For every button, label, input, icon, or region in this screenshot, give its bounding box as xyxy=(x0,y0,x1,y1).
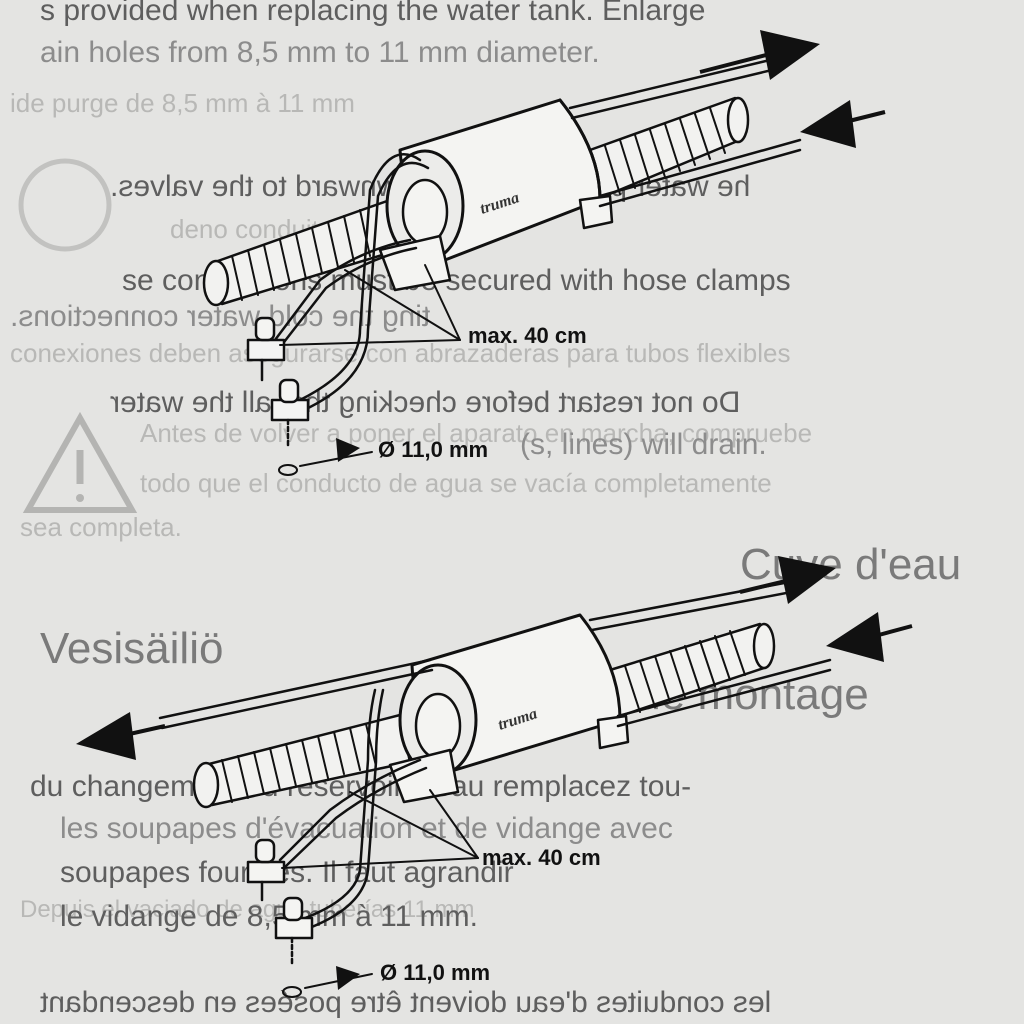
bg-text-line-5b: conexiones deben asegurarse con abrazade… xyxy=(10,338,791,368)
bg-text-line-7: (s, lines) will drain. xyxy=(520,428,767,461)
bg-heading-fi: Vesisäiliö xyxy=(40,624,224,673)
bg-text-line-1: s provided when replacing the water tank… xyxy=(40,0,706,27)
drain-valve-1a xyxy=(246,316,286,382)
drain-valve-1b xyxy=(270,378,310,450)
bg-para-fr-2: les soupapes d'évacuation et de vidange … xyxy=(60,812,673,845)
diameter-leader-1 xyxy=(299,451,373,467)
drain-valve-2a xyxy=(246,838,286,902)
right-hose-1 xyxy=(588,96,750,200)
max-length-label-1: max. 40 cm xyxy=(468,323,587,348)
circle-icon xyxy=(18,158,112,252)
diameter-label-2: Ø 11,0 mm xyxy=(380,960,491,985)
drain-valve-2b xyxy=(274,896,314,968)
arrow-in-icon xyxy=(800,100,886,148)
arrow-out-icon xyxy=(739,556,836,604)
warning-triangle-icon xyxy=(22,411,138,513)
leader-lines-1 xyxy=(279,264,461,346)
arrow-in-icon xyxy=(826,612,913,662)
bg-text-line-7b: todo que el conducto de agua se vacía co… xyxy=(140,468,772,498)
max-length-label-2: max. 40 cm xyxy=(482,845,601,870)
water-pipes-1 xyxy=(273,58,802,412)
leader-lines-2 xyxy=(281,789,479,869)
bg-heading-fr: Cuve d'eau xyxy=(740,540,962,589)
bg-text-line-7c: sea completa. xyxy=(20,512,182,542)
bg-para-fr-4: le vidange de 8,5 mm à 11 mm. xyxy=(60,900,478,933)
arrow-out-icon xyxy=(699,30,820,80)
bg-para-fr-3: soupapes fournies. Il faut agrandir xyxy=(60,856,514,889)
right-hose-2 xyxy=(608,622,776,718)
diameter-label-1: Ø 11,0 mm xyxy=(378,437,489,462)
heater-body-2 xyxy=(388,613,630,804)
bg-text-line-2: ain holes from 8,5 mm to 11 mm diameter. xyxy=(40,36,600,69)
drain-hole-2 xyxy=(282,986,302,998)
bg-text-line-2b: ide purge de 8,5 mm à 11 mm xyxy=(10,88,355,118)
arrow-out-icon xyxy=(76,712,166,760)
bg-para-fr-3b: Depuis el vaciado de agua tuberías 11 mm xyxy=(20,896,475,923)
bg-text-line-6b: Antes de volver a poner el aparato en ma… xyxy=(140,418,813,448)
drain-hole-1 xyxy=(278,464,298,476)
arrow-dia-2 xyxy=(336,966,360,990)
arrow-dia-1 xyxy=(336,438,360,462)
